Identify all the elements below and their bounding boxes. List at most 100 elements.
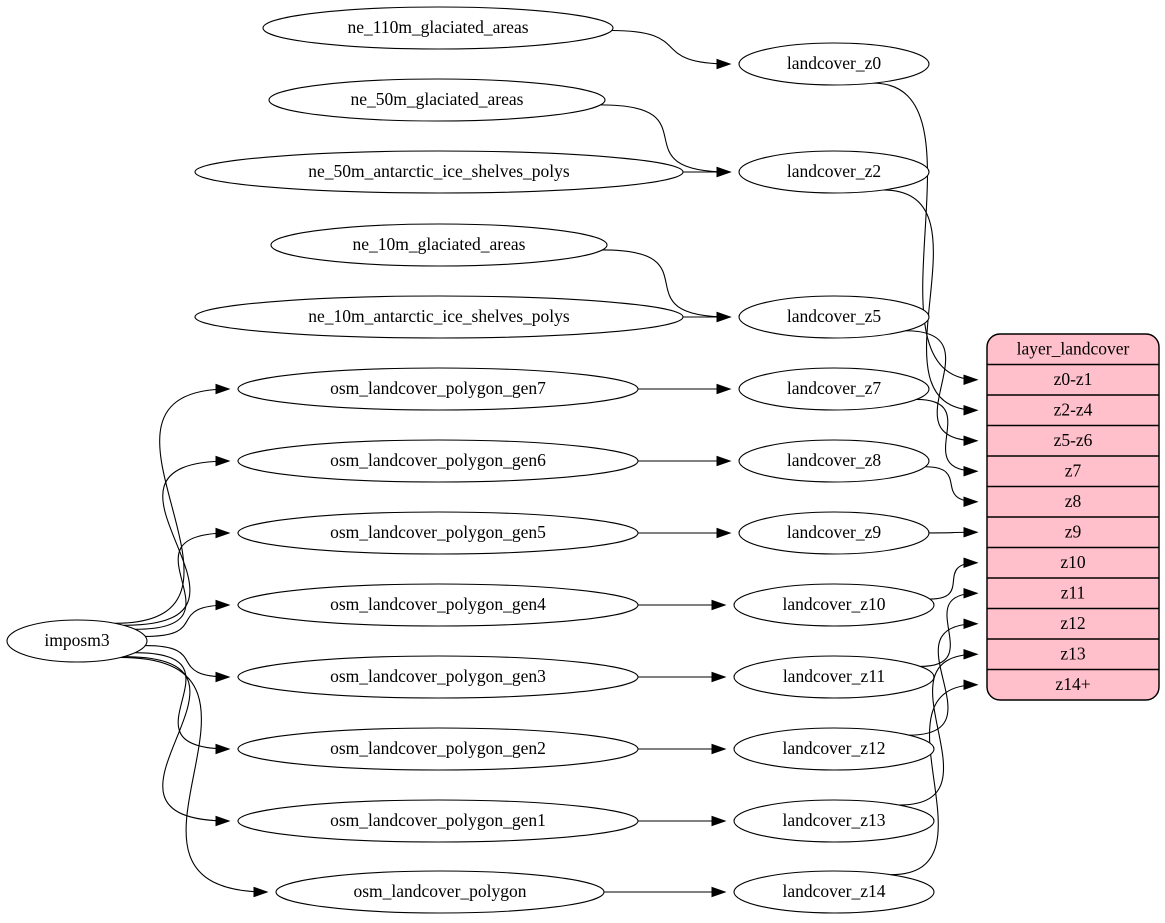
node-lc_z12[interactable]: landcover_z12 bbox=[733, 727, 935, 771]
node-lc_z0[interactable]: landcover_z0 bbox=[738, 42, 930, 86]
edge-path bbox=[890, 684, 978, 876]
node-gen7[interactable]: osm_landcover_polygon_gen7 bbox=[237, 367, 639, 411]
edge-path bbox=[916, 398, 978, 472]
node-lc_z13[interactable]: landcover_z13 bbox=[733, 799, 935, 843]
node-ne110g[interactable]: ne_110m_glaciated_areas bbox=[262, 6, 614, 50]
node-ne10a[interactable]: ne_10m_antarctic_ice_shelves_polys bbox=[194, 295, 684, 339]
edge-path bbox=[135, 532, 230, 630]
node-gen2[interactable]: osm_landcover_polygon_gen2 bbox=[237, 727, 639, 771]
node-gen6[interactable]: osm_landcover_polygon_gen6 bbox=[237, 439, 639, 483]
node-ellipse bbox=[738, 367, 930, 411]
node-lc_z10[interactable]: landcover_z10 bbox=[733, 583, 935, 627]
node-label: osm_landcover_polygon_gen6 bbox=[330, 450, 546, 470]
table-row[interactable]: z10 bbox=[1060, 552, 1086, 572]
node-ellipse bbox=[237, 511, 639, 555]
table-row[interactable]: z14+ bbox=[1055, 674, 1090, 694]
nodes-layer: imposm3 ne_110m_glaciated_areas ne_50m_gla… bbox=[6, 6, 1160, 914]
node-label: landcover_z9 bbox=[787, 522, 882, 542]
node-ellipse bbox=[237, 799, 639, 843]
node-label: ne_110m_glaciated_areas bbox=[347, 17, 528, 37]
table-row[interactable]: z9 bbox=[1065, 521, 1082, 541]
node-label: osm_landcover_polygon_gen1 bbox=[330, 810, 546, 830]
node-ne50g[interactable]: ne_50m_glaciated_areas bbox=[268, 78, 606, 122]
node-label: osm_landcover_polygon_gen4 bbox=[330, 594, 546, 614]
edge-arrowhead bbox=[963, 618, 979, 630]
node-ellipse bbox=[194, 295, 684, 339]
table-row[interactable]: z5-z6 bbox=[1054, 430, 1093, 450]
edge-path bbox=[899, 653, 978, 806]
table-header-label: layer_landcover bbox=[1017, 338, 1130, 358]
node-label: imposm3 bbox=[44, 630, 109, 650]
node-label: ne_10m_glaciated_areas bbox=[353, 234, 526, 254]
table-row[interactable]: z7 bbox=[1065, 460, 1082, 480]
node-label: ne_50m_antarctic_ice_shelves_polys bbox=[308, 161, 570, 181]
node-gen4[interactable]: osm_landcover_polygon_gen4 bbox=[237, 583, 639, 627]
edge-arrowhead bbox=[215, 599, 231, 611]
node-lc_z2[interactable]: landcover_z2 bbox=[738, 150, 930, 194]
table-row[interactable]: z2-z4 bbox=[1054, 399, 1093, 419]
node-ellipse bbox=[237, 583, 639, 627]
node-ellipse bbox=[268, 78, 606, 122]
edge-arrowhead bbox=[215, 671, 231, 683]
edge-arrowhead bbox=[716, 166, 732, 178]
node-ellipse bbox=[733, 583, 935, 627]
edge-arrowhead bbox=[716, 311, 732, 323]
node-label: landcover_z7 bbox=[787, 378, 882, 398]
table-layer-landcover[interactable]: layer_landcover z0-z1 z2-z4 z5-z6 z7 z8 z9 z10 z… bbox=[986, 333, 1160, 701]
edge-arrowhead bbox=[711, 743, 727, 755]
node-ellipse bbox=[738, 439, 930, 483]
node-label: ne_50m_glaciated_areas bbox=[351, 89, 524, 109]
node-label: landcover_z2 bbox=[787, 161, 881, 181]
node-ellipse bbox=[6, 619, 148, 663]
edge-arrowhead bbox=[711, 815, 727, 827]
node-lc_z14[interactable]: landcover_z14 bbox=[733, 870, 935, 914]
edge-path bbox=[114, 388, 230, 624]
edge-arrowhead bbox=[711, 886, 727, 898]
node-label: ne_10m_antarctic_ice_shelves_polys bbox=[308, 306, 570, 326]
edge-path bbox=[123, 460, 230, 626]
node-lc_z5[interactable]: landcover_z5 bbox=[738, 295, 930, 339]
node-gen5[interactable]: osm_landcover_polygon_gen5 bbox=[237, 511, 639, 555]
table-outline bbox=[986, 333, 1160, 701]
node-lc_z9[interactable]: landcover_z9 bbox=[738, 511, 930, 555]
node-ellipse bbox=[275, 870, 605, 914]
table-row[interactable]: z13 bbox=[1060, 643, 1086, 663]
node-lc_z11[interactable]: landcover_z11 bbox=[733, 655, 935, 699]
node-label: landcover_z5 bbox=[787, 306, 882, 326]
edge-arrowhead bbox=[963, 587, 979, 599]
table-row[interactable]: z8 bbox=[1065, 491, 1082, 511]
node-label: landcover_z14 bbox=[782, 881, 885, 901]
node-gen1[interactable]: osm_landcover_polygon_gen1 bbox=[237, 799, 639, 843]
edge-path bbox=[145, 604, 230, 637]
edge-arrowhead bbox=[215, 527, 231, 539]
edge-path bbox=[600, 104, 731, 173]
node-lc_z7[interactable]: landcover_z7 bbox=[738, 367, 930, 411]
node-label: landcover_z12 bbox=[782, 738, 885, 758]
edge-arrowhead bbox=[963, 374, 979, 386]
node-ne10g[interactable]: ne_10m_glaciated_areas bbox=[270, 223, 608, 267]
node-lc_z8[interactable]: landcover_z8 bbox=[738, 439, 930, 483]
node-imposm3[interactable]: imposm3 bbox=[6, 619, 148, 663]
node-ellipse bbox=[738, 42, 930, 86]
node-ellipse bbox=[733, 727, 935, 771]
table-row[interactable]: z0-z1 bbox=[1054, 369, 1093, 389]
edge-path bbox=[905, 330, 978, 442]
edge-path bbox=[602, 249, 731, 318]
node-label: osm_landcover_polygon_gen2 bbox=[330, 738, 546, 758]
edge-arrowhead bbox=[215, 383, 231, 395]
node-gen3[interactable]: osm_landcover_polygon_gen3 bbox=[237, 655, 639, 699]
node-ellipse bbox=[738, 295, 930, 339]
node-ellipse bbox=[237, 439, 639, 483]
table-row[interactable]: z11 bbox=[1061, 582, 1086, 602]
edge-path bbox=[611, 29, 731, 65]
edge-path bbox=[120, 656, 268, 893]
node-gen0[interactable]: osm_landcover_polygon bbox=[275, 870, 605, 914]
node-label: landcover_z0 bbox=[787, 53, 882, 73]
node-ellipse bbox=[733, 799, 935, 843]
edge-arrowhead bbox=[963, 679, 979, 691]
node-ne50a[interactable]: ne_50m_antarctic_ice_shelves_polys bbox=[194, 150, 684, 194]
node-ellipse bbox=[237, 367, 639, 411]
node-ellipse bbox=[237, 727, 639, 771]
table-row[interactable]: z12 bbox=[1060, 613, 1085, 633]
